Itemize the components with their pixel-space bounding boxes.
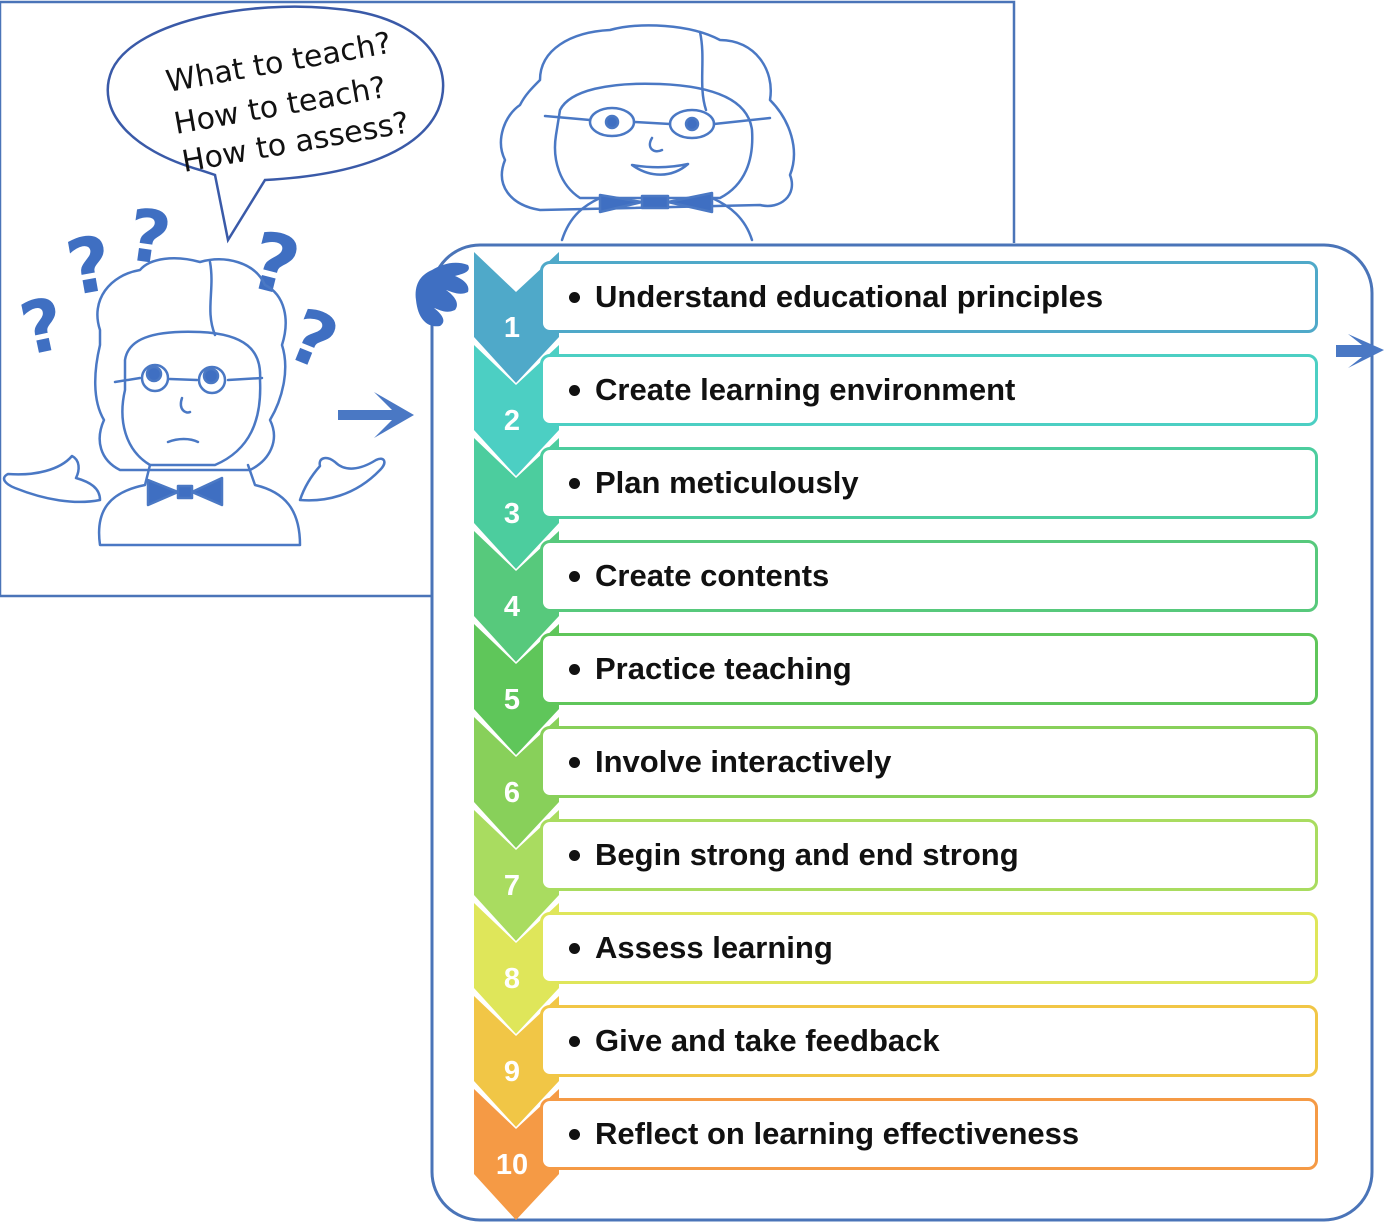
- step-label: Assess learning: [543, 930, 833, 966]
- step-chevron-6: [474, 717, 559, 848]
- speech-bubble-outline: [106, 5, 445, 244]
- right-eye: [197, 365, 227, 395]
- nose: [648, 136, 664, 153]
- step-box-7: Begin strong and end strong: [540, 819, 1318, 891]
- speech-bubble: What to teach? How to teach? How to asse…: [106, 5, 445, 244]
- step-box-9: Give and take feedback: [540, 1005, 1318, 1077]
- question-mark-icon: ?: [123, 192, 176, 281]
- glasses-bridge: [168, 377, 199, 382]
- step-chevron-3: [474, 438, 559, 569]
- hair-outline: [93, 257, 287, 472]
- step-box-3: Plan meticulously: [540, 447, 1318, 519]
- glasses-arm: [113, 376, 264, 384]
- step-label: Plan meticulously: [543, 465, 859, 501]
- question-marks: ? ? ? ? ?: [13, 192, 349, 387]
- left-eye: [140, 363, 170, 393]
- glasses-bridge: [632, 120, 672, 126]
- left-pupil: [604, 114, 620, 130]
- right-hand: [298, 456, 386, 502]
- question-mark-icon: ?: [13, 281, 71, 372]
- question-mark-icon: ?: [60, 218, 119, 313]
- arrow-right-icon: [338, 392, 414, 438]
- step-box-8: Assess learning: [540, 912, 1318, 984]
- hand-grip-icon: [415, 262, 469, 327]
- mouth: [630, 162, 690, 176]
- step-number-3: 3: [504, 498, 520, 530]
- step-box-2: Create learning environment: [540, 354, 1318, 426]
- step-label: Create learning environment: [543, 372, 1015, 408]
- arrow-right-small-icon: [1336, 334, 1384, 368]
- bow-tie-icon: [598, 191, 714, 214]
- step-number-1: 1: [504, 312, 520, 344]
- step-label: Reflect on learning effectiveness: [543, 1116, 1079, 1152]
- cartoon-frame: [0, 0, 1016, 598]
- face-outline: [121, 330, 262, 467]
- step-chevron-4: [474, 531, 559, 662]
- step-chevron-10: [474, 1089, 559, 1220]
- step-chevron-7: [474, 810, 559, 941]
- step-label: Create contents: [543, 558, 829, 594]
- step-label: Involve interactively: [543, 744, 891, 780]
- step-label: Begin strong and end strong: [543, 837, 1019, 873]
- question-mark-icon: ?: [241, 213, 309, 314]
- left-hand: [2, 454, 102, 504]
- step-number-4: 4: [504, 591, 520, 623]
- step-chevron-9: [474, 996, 559, 1127]
- step-chevron-5: [474, 624, 559, 755]
- step-number-7: 7: [504, 870, 520, 902]
- step-box-1: Understand educational principles: [540, 261, 1318, 333]
- bow-tie-knot: [640, 194, 670, 210]
- step-number-2: 2: [504, 405, 520, 437]
- bow-tie-icon: [146, 476, 224, 507]
- right-pupil: [202, 367, 220, 385]
- step-number-6: 6: [504, 777, 520, 809]
- right-pupil: [684, 116, 700, 132]
- step-number-9: 9: [504, 1056, 520, 1088]
- confident-teacher-figure: [499, 24, 796, 242]
- bow-tie-knot: [176, 484, 194, 500]
- hair-outline: [499, 24, 796, 212]
- step-chevron-1: [474, 252, 559, 383]
- glasses-arm: [543, 114, 772, 126]
- left-pupil: [145, 365, 163, 383]
- confused-teacher-figure: [2, 257, 386, 547]
- step-box-5: Practice teaching: [540, 633, 1318, 705]
- step-chevron-column: 1 2 3 4 5 6 7 8 9 10: [474, 252, 559, 1220]
- step-box-10: Reflect on learning effectiveness: [540, 1098, 1318, 1170]
- neck-and-shoulders: [97, 463, 302, 547]
- step-number-5: 5: [504, 684, 520, 716]
- hair-part: [698, 30, 708, 112]
- face-outline: [553, 82, 754, 200]
- mouth: [166, 437, 200, 444]
- step-number-10: 10: [496, 1149, 528, 1181]
- step-label: Practice teaching: [543, 651, 852, 687]
- nose: [179, 396, 192, 414]
- step-chevron-2: [474, 345, 559, 476]
- hair-part: [208, 260, 217, 337]
- step-box-6: Involve interactively: [540, 726, 1318, 798]
- shoulders: [560, 196, 754, 242]
- step-number-8: 8: [504, 963, 520, 995]
- step-label: Understand educational principles: [543, 279, 1103, 315]
- step-chevron-8: [474, 903, 559, 1034]
- step-label: Give and take feedback: [543, 1023, 940, 1059]
- step-box-4: Create contents: [540, 540, 1318, 612]
